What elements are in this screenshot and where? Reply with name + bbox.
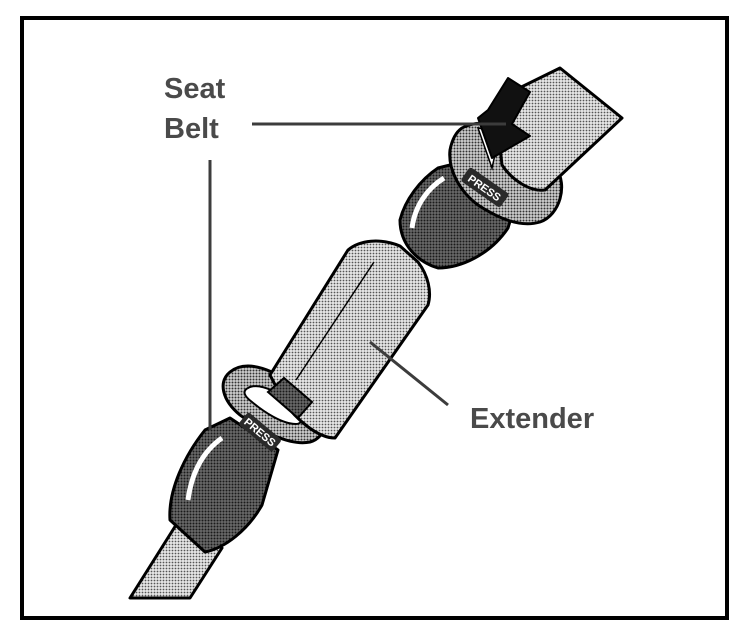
lower-buckle-highlight (185, 435, 224, 501)
lower-buckle (168, 416, 280, 554)
frame-border (20, 16, 729, 620)
extender-edge-line (295, 261, 375, 381)
leader-line-extender (369, 340, 449, 407)
seat-belt-label-belt: Belt (164, 113, 219, 145)
extender-label: Extender (470, 403, 595, 435)
seat-belt-label-seat: Seat (164, 73, 226, 105)
upper-buckle-highlight (409, 175, 446, 229)
extender-strap (268, 239, 432, 440)
extender-tongue (266, 376, 314, 420)
